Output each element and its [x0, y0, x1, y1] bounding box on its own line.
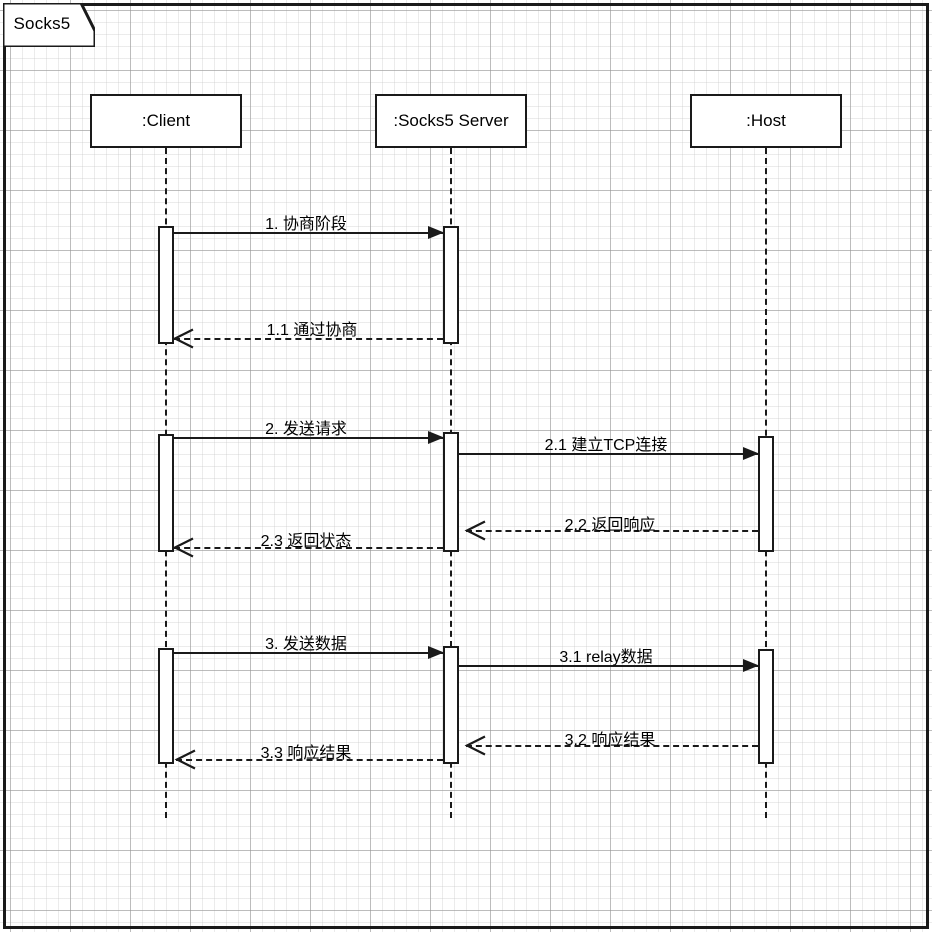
message-label-m2_2: 2.2 返回响应 [564, 517, 656, 534]
message-label-m3: 3. 发送数据 [265, 636, 347, 653]
activation-bar-host[interactable] [758, 649, 774, 764]
message-line-m1[interactable] [172, 232, 443, 234]
arrowhead-icon-m3_2 [464, 735, 486, 756]
arrowhead-icon-m1_1 [172, 328, 194, 349]
arrowhead-icon-m3_3 [174, 749, 196, 770]
lifeline-header-client[interactable]: :Client [90, 94, 242, 148]
arrowhead-icon-m2_2 [464, 520, 486, 541]
message-label-m2_3: 2.3 返回状态 [260, 533, 352, 550]
lifeline-header-server[interactable]: :Socks5 Server [375, 94, 527, 148]
message-line-m2_2[interactable] [466, 530, 758, 532]
arrowhead-icon-m2 [428, 431, 444, 445]
message-line-m1_1[interactable] [174, 338, 443, 340]
arrowhead-icon-m3 [428, 646, 444, 660]
message-line-m3_1[interactable] [458, 665, 758, 667]
message-line-m2_3[interactable] [174, 547, 443, 549]
message-line-m3_2[interactable] [466, 745, 758, 747]
activation-bar-server[interactable] [443, 432, 459, 552]
activation-bar-server[interactable] [443, 646, 459, 764]
arrowhead-icon-m3_1 [743, 659, 759, 673]
activation-bar-client[interactable] [158, 434, 174, 552]
message-line-m3_3[interactable] [176, 759, 443, 761]
message-label-m3_1: 3.1 relay数据 [559, 649, 653, 666]
activation-bar-client[interactable] [158, 226, 174, 344]
message-label-m1: 1. 协商阶段 [265, 216, 347, 233]
diagram-title-label: Socks5 [13, 14, 71, 33]
arrowhead-icon-m1 [428, 226, 444, 240]
activation-bar-server[interactable] [443, 226, 459, 344]
message-line-m3[interactable] [172, 652, 443, 654]
lifeline-label-host: :Host [746, 111, 786, 130]
message-line-m2[interactable] [172, 437, 443, 439]
message-label-m3_3: 3.3 响应结果 [260, 745, 352, 762]
message-line-m2_1[interactable] [458, 453, 758, 455]
activation-bar-client[interactable] [158, 648, 174, 764]
activation-bar-host[interactable] [758, 436, 774, 552]
message-label-m2: 2. 发送请求 [265, 421, 347, 438]
title-tab-shape [3, 3, 95, 47]
message-label-m2_1: 2.1 建立TCP连接 [544, 437, 668, 454]
lifeline-label-client: :Client [141, 111, 191, 130]
arrowhead-icon-m2_3 [172, 537, 194, 558]
message-label-m3_2: 3.2 响应结果 [564, 732, 656, 749]
lifeline-label-server: :Socks5 Server [393, 111, 509, 130]
diagram-title-tab: Socks5 [3, 3, 95, 47]
arrowhead-icon-m2_1 [743, 447, 759, 461]
lifeline-header-host[interactable]: :Host [690, 94, 842, 148]
message-label-m1_1: 1.1 通过协商 [266, 322, 358, 339]
